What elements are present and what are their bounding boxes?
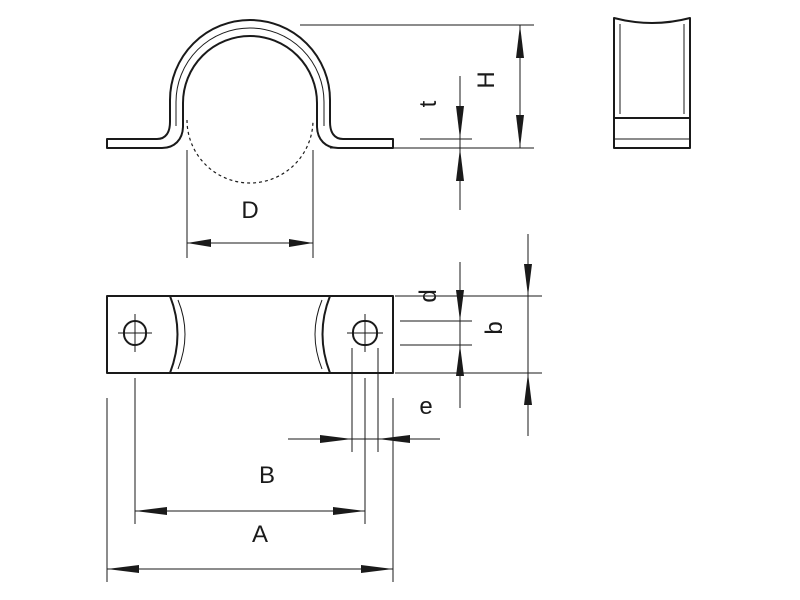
dimension-B: B [134,378,366,524]
saddle-band-inner [177,299,323,370]
base-plate [106,295,394,374]
label-B: B [259,462,275,489]
side-profile [613,17,691,149]
dimension-t: t [400,76,472,210]
dimension-b: b [395,234,542,436]
side-view [613,17,691,149]
label-b: b [481,321,508,334]
strap-inner-line [175,27,325,126]
label-D: D [241,197,258,224]
dimension-H: H [300,24,534,149]
label-e: e [419,393,432,420]
label-H: H [473,71,500,88]
dimension-A: A [106,398,394,582]
dimension-e: e [288,348,440,452]
front-view [106,19,394,184]
pipe-hidden-arc [186,119,314,184]
strap-outer [106,19,394,149]
label-A: A [252,521,268,548]
saddle-band [169,295,331,374]
dimension-d: d [400,262,472,408]
label-t: t [415,100,442,107]
dimension-D: D [186,150,314,258]
top-view [106,295,394,374]
